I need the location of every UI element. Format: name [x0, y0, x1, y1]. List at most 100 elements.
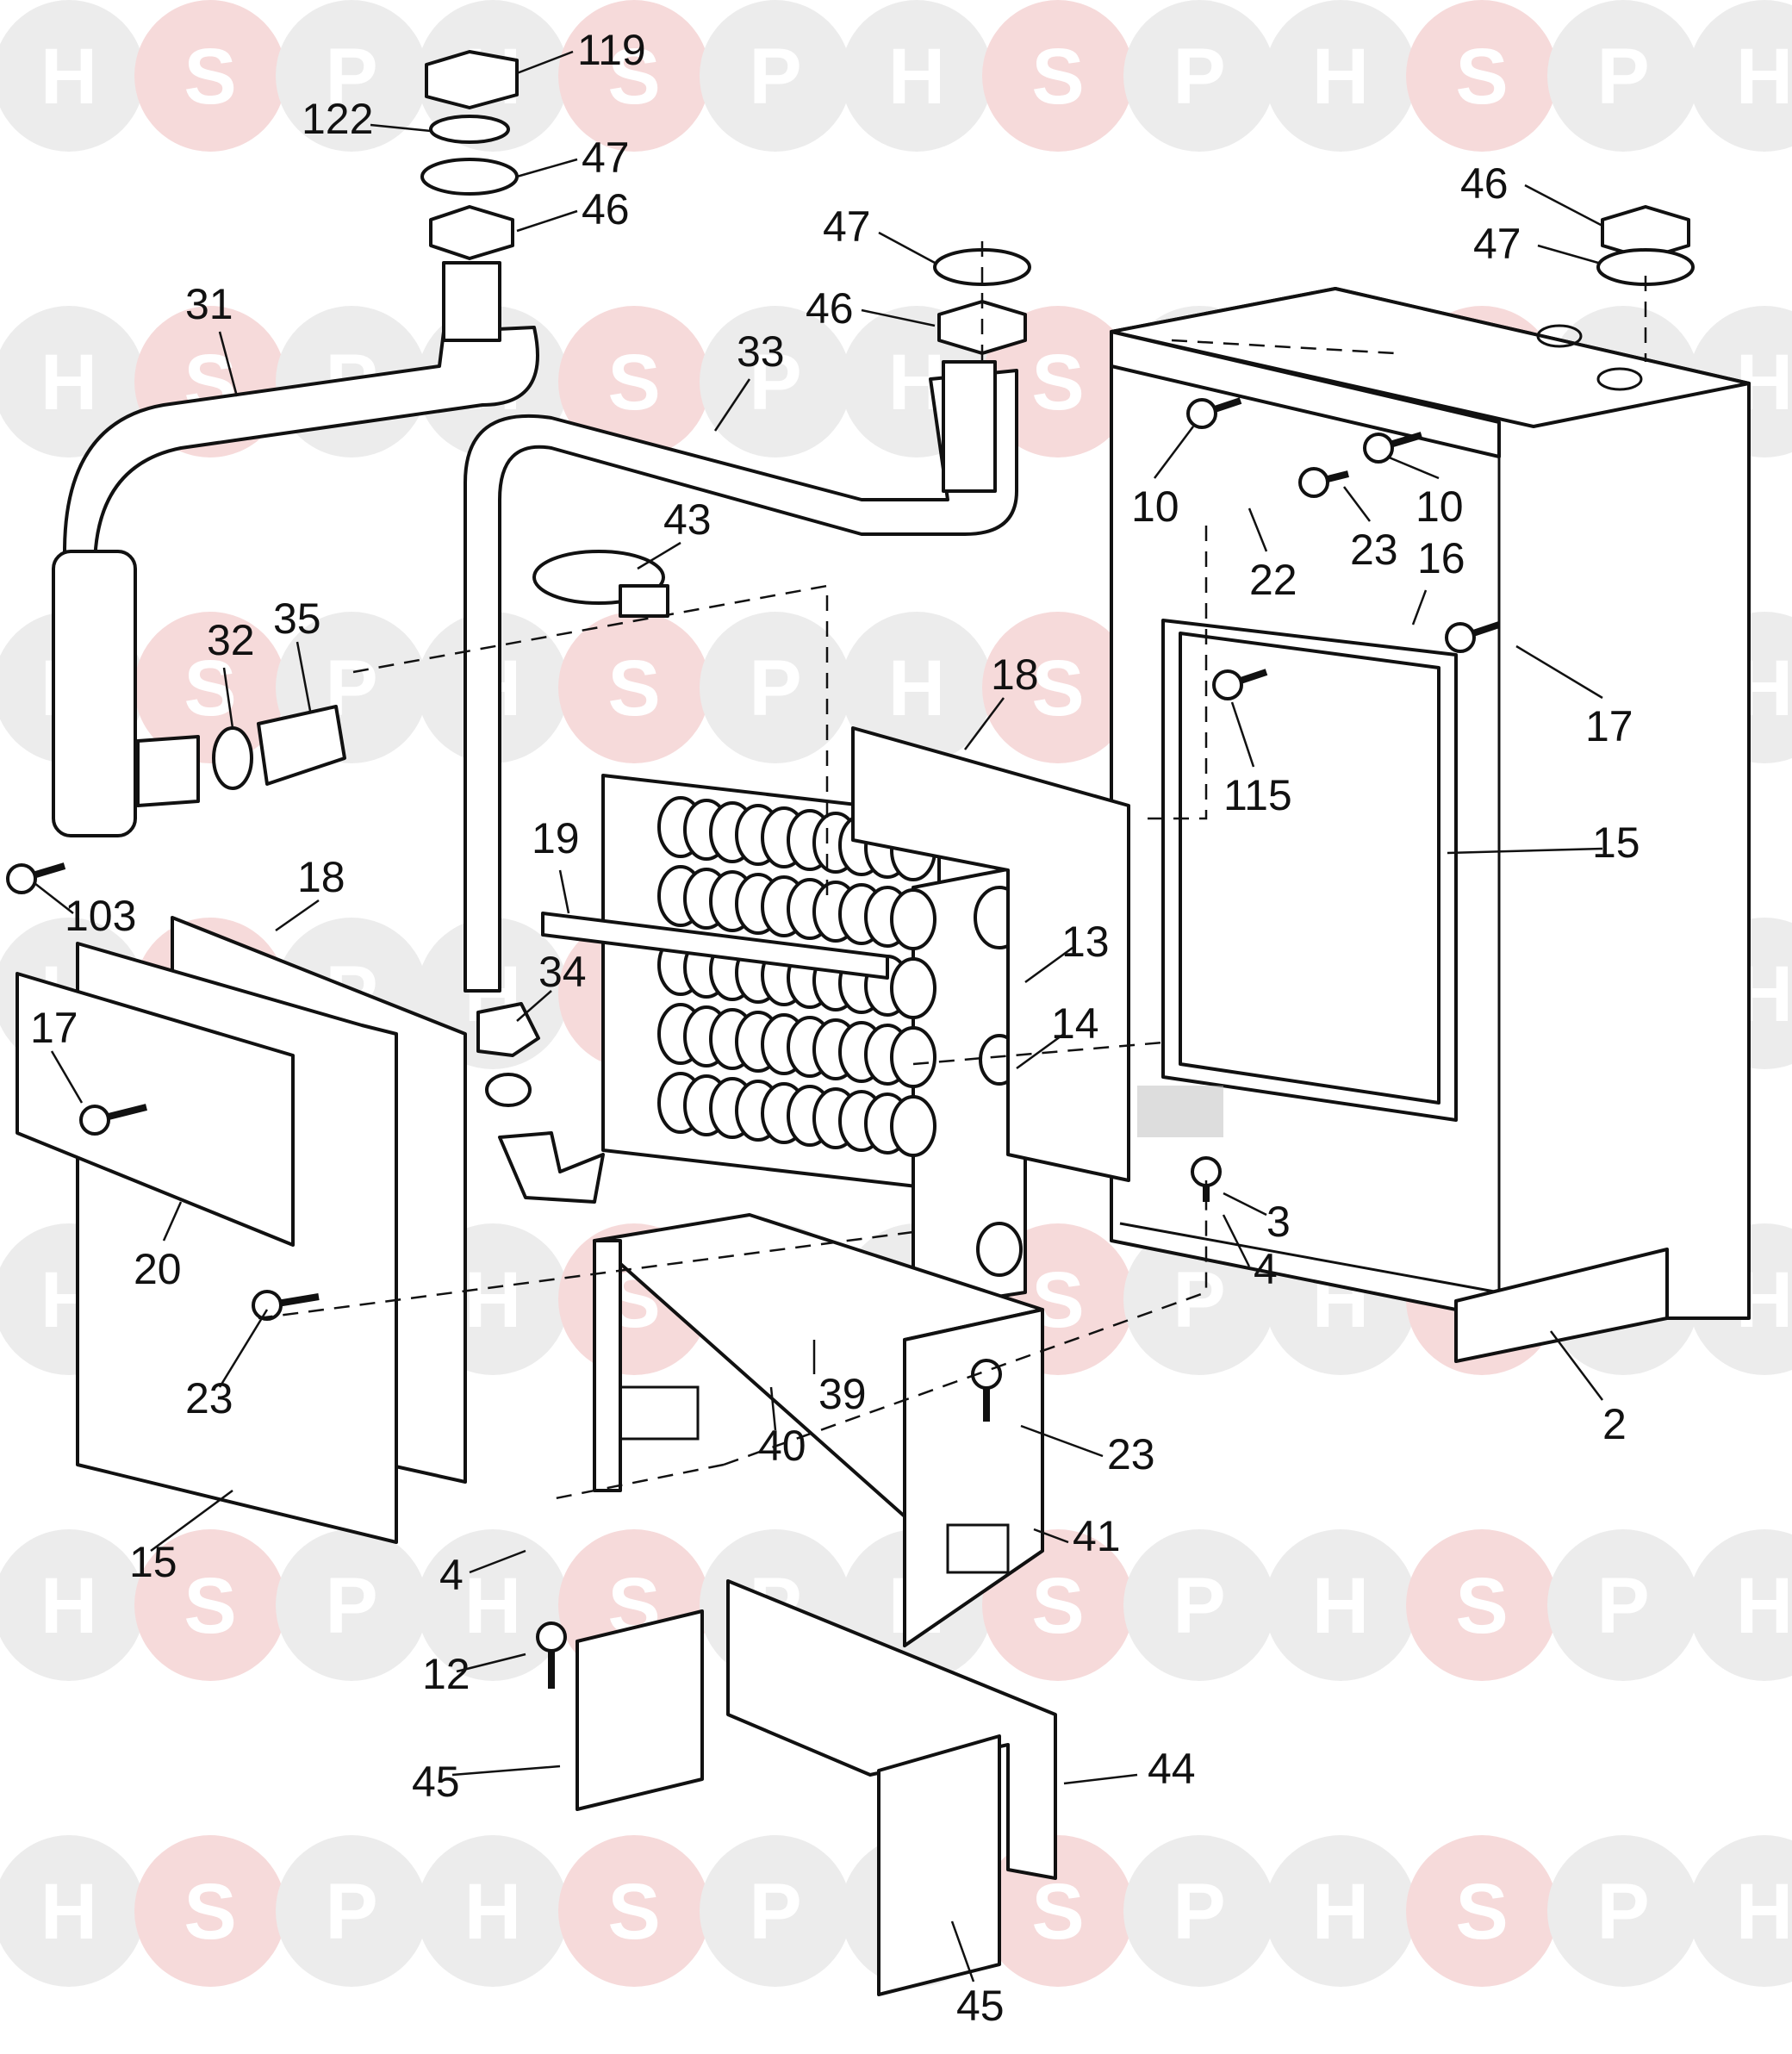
callout-115: 115	[1223, 771, 1292, 819]
watermark-badge: P	[700, 1835, 851, 1987]
callout-15: 15	[129, 1538, 177, 1586]
callout-15: 15	[1592, 818, 1640, 867]
callout-leader	[950, 1920, 975, 1982]
callout-4: 4	[1254, 1245, 1278, 1293]
callout-2: 2	[1602, 1400, 1627, 1448]
svg-text:H: H	[40, 1868, 97, 1956]
svg-text:S: S	[1455, 1868, 1508, 1956]
svg-text:P: P	[1173, 33, 1225, 121]
callout-leader	[637, 541, 681, 570]
callout-leader	[451, 1765, 561, 1777]
callout-leader	[558, 869, 570, 914]
callout-14: 14	[1051, 999, 1099, 1048]
watermark-badge: H	[0, 306, 145, 457]
base-frame-41	[593, 1213, 1044, 1647]
watermark-badge: H	[841, 0, 992, 152]
callout-leader	[878, 231, 936, 265]
callout-22: 22	[1249, 556, 1297, 604]
callout-leader	[516, 209, 578, 233]
watermark-badge: P	[1123, 0, 1275, 152]
svg-text:H: H	[1736, 1562, 1792, 1650]
watermark-badge: H	[1689, 1835, 1792, 1987]
watermark-badge: P	[700, 612, 851, 763]
watermark-badge: S	[558, 612, 710, 763]
flow-pipe-31	[52, 261, 539, 837]
svg-text:H: H	[40, 339, 97, 426]
callout-leader	[218, 1309, 269, 1388]
callout-12: 12	[422, 1650, 470, 1698]
callout-16: 16	[1417, 534, 1465, 582]
callout-leader	[1033, 1528, 1069, 1544]
screw-head	[1191, 1156, 1222, 1187]
svg-text:H: H	[40, 33, 97, 121]
svg-text:P: P	[749, 644, 801, 732]
callout-leader	[1386, 455, 1440, 480]
screw-head	[1298, 467, 1329, 498]
svg-text:P: P	[1596, 33, 1649, 121]
svg-text:H: H	[1312, 33, 1369, 121]
watermark-badge: S	[558, 1835, 710, 1987]
watermark-badge: H	[1265, 0, 1416, 152]
watermark-badge: P	[276, 1529, 427, 1681]
svg-text:H: H	[464, 1562, 521, 1650]
svg-text:S: S	[607, 33, 660, 121]
watermark-badge: P	[276, 0, 427, 152]
callout-leader	[50, 1050, 84, 1104]
watermark-badge: H	[1265, 1835, 1416, 1987]
elbow-34	[476, 1002, 605, 1204]
heat-exchanger-fin	[890, 888, 936, 950]
svg-text:S: S	[607, 1868, 660, 1956]
svg-text:S: S	[607, 339, 660, 426]
callout-10: 10	[1416, 482, 1464, 531]
callout-leader	[275, 899, 320, 932]
svg-text:H: H	[1312, 1562, 1369, 1650]
callout-20: 20	[134, 1245, 182, 1293]
callout-18: 18	[991, 650, 1039, 699]
watermark-badge: H	[0, 0, 145, 152]
watermark-badge: H	[841, 612, 992, 763]
callout-46: 46	[582, 185, 630, 233]
svg-text:S: S	[184, 1562, 236, 1650]
svg-text:P: P	[325, 1868, 377, 1956]
svg-text:H: H	[464, 1868, 521, 1956]
watermark-badge: H	[0, 1529, 145, 1681]
callout-leader	[456, 1653, 526, 1673]
svg-text:S: S	[607, 644, 660, 732]
screw-head	[6, 863, 37, 894]
watermark-badge: P	[276, 1835, 427, 1987]
watermark-badge: H	[1265, 1529, 1416, 1681]
assembly-lines	[258, 241, 1647, 1501]
callout-45: 45	[956, 1982, 1005, 2030]
callout-leader	[469, 1549, 526, 1574]
callout-leader	[516, 990, 552, 1022]
svg-text:P: P	[749, 339, 801, 426]
callout-leader	[1537, 244, 1599, 265]
svg-text:S: S	[184, 1868, 236, 1956]
heat-exchanger-13	[541, 774, 1027, 1311]
callout-leader	[1016, 1032, 1065, 1070]
callout-leader	[1343, 486, 1371, 522]
svg-text:S: S	[184, 33, 236, 121]
watermark-badge: S	[134, 1529, 286, 1681]
callout-32: 32	[207, 616, 255, 664]
svg-text:H: H	[1736, 33, 1792, 121]
callout-17: 17	[1585, 702, 1633, 750]
callout-13: 13	[1061, 918, 1110, 966]
insulation-panel-18-right	[851, 726, 1130, 1182]
callout-leader	[1515, 644, 1603, 700]
callout-leader	[1230, 701, 1255, 768]
callout-leader	[769, 1386, 777, 1431]
svg-text:H: H	[464, 1256, 521, 1344]
heat-exchanger-fin	[890, 1095, 936, 1157]
screw-head	[1212, 669, 1243, 700]
return-pipe-33	[464, 360, 1018, 993]
screw-head	[252, 1290, 283, 1321]
callout-leader	[1154, 426, 1194, 479]
screw-head	[1445, 622, 1476, 653]
top-fittings	[420, 50, 1695, 355]
svg-text:P: P	[749, 33, 801, 121]
callout-34: 34	[538, 948, 587, 996]
svg-text:S: S	[1031, 1562, 1084, 1650]
